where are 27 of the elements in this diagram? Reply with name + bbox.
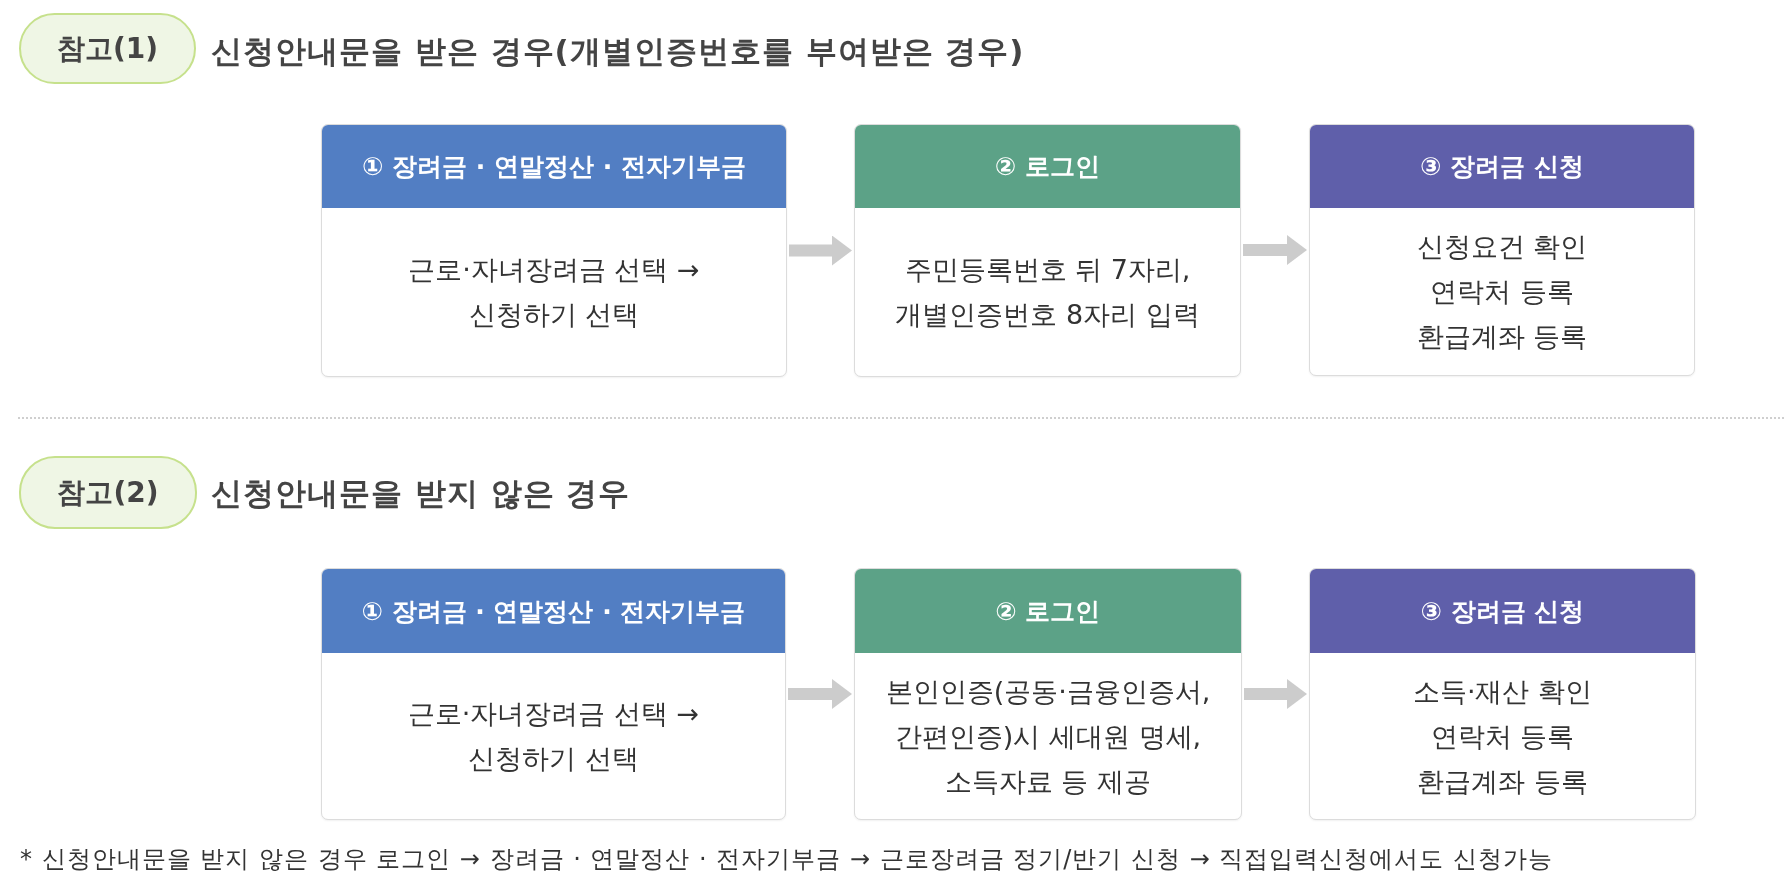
step-card (1309, 568, 1696, 820)
arrow (1243, 235, 1307, 265)
step-description: 신청요건 확인 연락처 등록 환급계좌 등록 (1415, 230, 1589, 354)
arrow (1244, 679, 1307, 709)
section-badge: 참고(1) (19, 13, 196, 84)
step-card (321, 124, 787, 377)
step-header: ③ 장려금 신청 (1310, 125, 1694, 208)
footnote-text: * 신청안내문을 받지 않은 경우 로그인 → 장려금 · 연말정산 · 전자기부금 → 근로장려금 정기/반기 신청 → 직접입력신청에서도 신청가능 (20, 844, 1553, 875)
step-description: 근로·자녀장려금 선택 → 신청하기 선택 (407, 253, 701, 332)
step-card (854, 124, 1241, 377)
step-card (854, 568, 1242, 820)
arrow (788, 679, 852, 709)
section-title: 신청안내문을 받지 않은 경우 (211, 474, 631, 513)
step-header: ② 로그인 (855, 569, 1241, 653)
arrow (789, 235, 852, 266)
step-card (321, 568, 786, 820)
section-title: 신청안내문을 받은 경우(개별인증번호를 부여받은 경우) (211, 32, 1025, 71)
step-header: ① 장려금 · 연말정산 · 전자기부금 (322, 569, 785, 653)
step-description: 소득·재산 확인 연락처 등록 환급계좌 등록 (1411, 674, 1594, 799)
section-badge: 참고(2) (19, 456, 197, 529)
step-card (1309, 124, 1695, 376)
step-description: 근로·자녀장려금 선택 → 신청하기 선택 (406, 697, 701, 776)
step-header: ① 장려금 · 연말정산 · 전자기부금 (322, 125, 786, 208)
step-header: ③ 장려금 신청 (1310, 569, 1695, 653)
step-description: 주민등록번호 뒤 7자리, 개별인증번호 8자리 입력 (894, 253, 1201, 332)
step-header: ② 로그인 (855, 125, 1240, 208)
step-description: 본인인증(공동·금융인증서, 간편인증)시 세대원 명세, 소득자료 등 제공 (884, 674, 1212, 799)
